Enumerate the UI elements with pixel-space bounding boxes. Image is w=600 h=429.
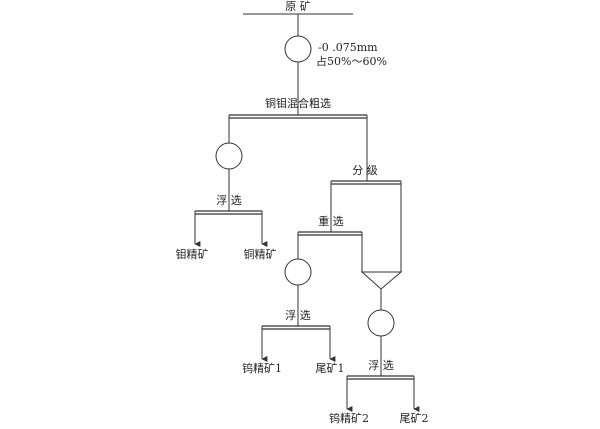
- label-tailings-1: 尾矿1: [316, 362, 345, 375]
- label-w-concentrate-2: 钨精矿2: [329, 412, 369, 425]
- regrind-node-1: [215, 142, 243, 170]
- label-cu-concentrate: 铜精矿: [244, 247, 277, 261]
- label-classification: 分 级: [352, 164, 378, 177]
- regrind-node-2: [284, 258, 312, 286]
- label-bulk-roughing: 铜钼混合粗选: [265, 96, 331, 110]
- label-flotation-2: 浮 选: [285, 309, 311, 322]
- label-grind-size: -0 .075mm: [318, 41, 378, 54]
- grinding-node: [284, 35, 312, 63]
- label-gravity-separation: 重 选: [318, 214, 344, 228]
- thickener-cone: [360, 271, 403, 290]
- label-tailings-2: 尾矿2: [400, 412, 429, 425]
- label-grind-percent: 占50%～60%: [316, 54, 387, 68]
- label-flotation-1: 浮 选: [216, 194, 242, 207]
- label-mo-concentrate: 钼精矿: [176, 247, 209, 261]
- label-flotation-3: 浮 选: [368, 359, 394, 372]
- label-w-concentrate-1: 钨精矿1: [242, 362, 282, 375]
- regrind-node-3: [367, 309, 395, 337]
- label-ore: 原 矿: [285, 0, 311, 13]
